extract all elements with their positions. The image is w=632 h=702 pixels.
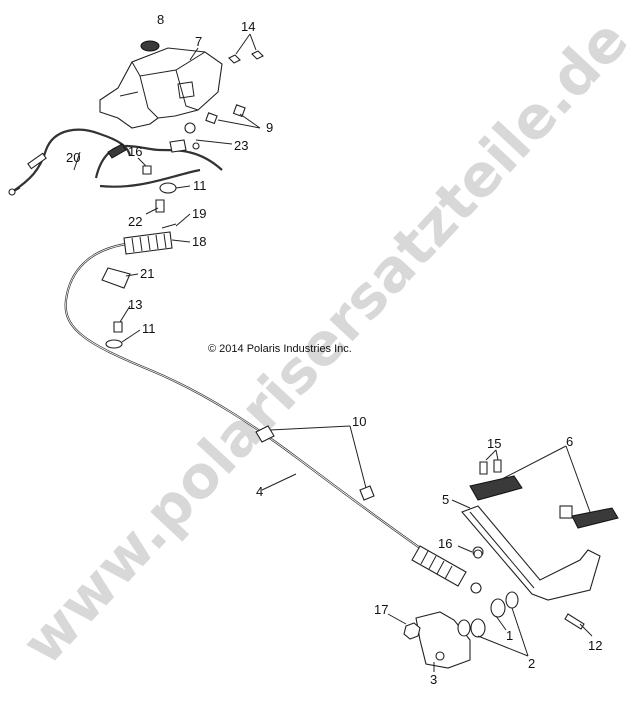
harness-part-23 — [94, 139, 223, 188]
callout-17: 17 — [374, 602, 388, 617]
clips-part-10 — [255, 425, 375, 501]
callout-16b: 16 — [438, 536, 452, 551]
callout-13: 13 — [128, 297, 142, 312]
bracket-part-3 — [415, 611, 471, 669]
callout-9: 9 — [266, 120, 273, 135]
cable-part-20 — [8, 128, 132, 196]
copyright-notice: © 2014 Polaris Industries Inc. — [208, 343, 352, 355]
clips-part-9 — [205, 104, 246, 125]
clamp-part-11-upper — [159, 182, 177, 194]
callout-23: 23 — [234, 138, 248, 153]
callout-4: 4 — [256, 484, 263, 499]
callout-labels: 1 2 3 4 5 6 7 8 9 10 11 11 12 13 14 15 1… — [66, 12, 602, 687]
housing-part-7 — [99, 47, 223, 134]
bracket-part-21 — [101, 267, 131, 289]
callout-8: 8 — [157, 12, 164, 27]
clip-part-16-upper — [142, 165, 152, 175]
callout-11a: 11 — [193, 178, 207, 193]
nut-part-16-lower — [473, 549, 483, 559]
callout-10: 10 — [352, 414, 366, 429]
callout-5: 5 — [442, 492, 449, 507]
pin-part-19 — [161, 223, 177, 229]
pedal-pads-part-6 — [469, 475, 619, 529]
callout-14: 14 — [241, 19, 255, 34]
callout-20: 20 — [66, 150, 80, 165]
callout-1: 1 — [506, 628, 513, 643]
screws-part-14 — [228, 50, 264, 64]
bolt-part-13 — [113, 321, 123, 333]
nut-part-17 — [403, 622, 421, 640]
callout-19: 19 — [192, 206, 206, 221]
cable-part-4 — [64, 231, 482, 594]
bolt-part-12 — [564, 613, 585, 630]
bolt-part-22 — [155, 199, 165, 213]
callout-2: 2 — [528, 656, 535, 671]
leader-lines — [73, 33, 593, 672]
callout-22: 22 — [128, 214, 142, 229]
callout-16a: 16 — [128, 144, 142, 159]
callout-3: 3 — [430, 672, 437, 687]
grommet-part-8 — [140, 40, 160, 52]
bushings-part-1-2 — [457, 591, 519, 638]
callout-11b: 11 — [142, 321, 156, 336]
callout-12: 12 — [588, 638, 602, 653]
callout-15: 15 — [487, 436, 501, 451]
callout-21: 21 — [140, 266, 154, 281]
callout-6: 6 — [566, 434, 573, 449]
callout-7: 7 — [195, 34, 202, 49]
screws-part-15 — [479, 459, 573, 519]
callout-18: 18 — [192, 234, 206, 249]
